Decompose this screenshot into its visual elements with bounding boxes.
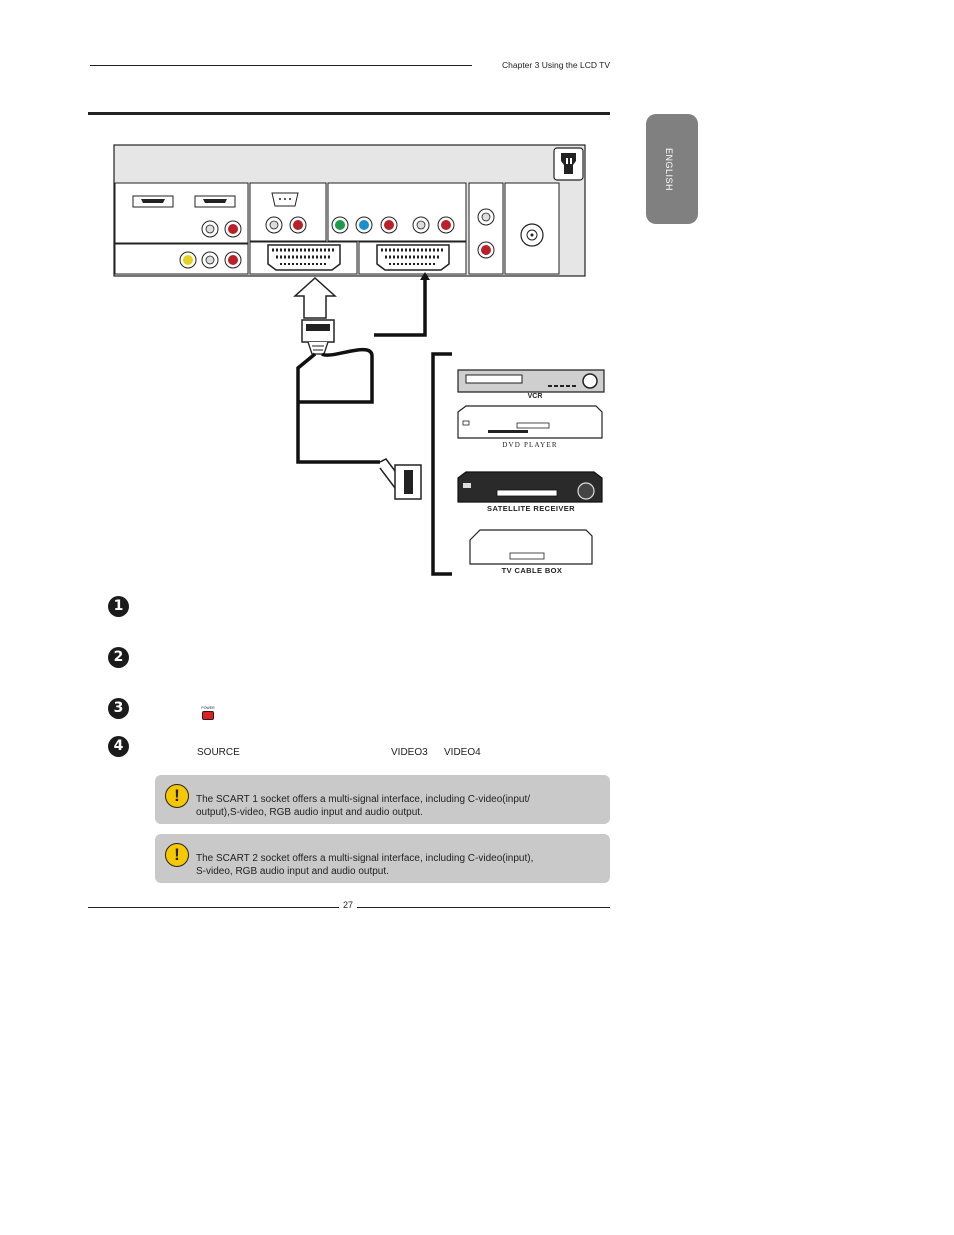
step-3-badge: 3 (108, 698, 129, 719)
language-tab-label: ENGLISH (664, 148, 674, 192)
note-1-text: The SCART 1 socket offers a multi-signal… (196, 793, 596, 819)
cable-box-icon (469, 529, 593, 565)
note-1-line-1: The SCART 1 socket offers a multi-signal… (196, 794, 531, 805)
step-2-badge: 2 (108, 647, 129, 668)
warning-icon: ! (165, 843, 189, 867)
scart-cable (296, 352, 380, 464)
av-audio-red-port-icon (224, 251, 242, 269)
chapter-title: Chapter 3 Using the LCD TV (502, 60, 611, 70)
insert-arrow-icon (293, 276, 337, 319)
language-tab[interactable]: ENGLISH (646, 114, 698, 224)
note-2-line-1: The SCART 2 socket offers a multi-signal… (196, 853, 534, 864)
audio-out-white-port-icon (477, 208, 495, 226)
component-y-green-port-icon (331, 216, 349, 234)
note-box-1: ! The SCART 1 socket offers a multi-sign… (155, 775, 610, 824)
pc-audio-red-port-icon (289, 216, 307, 234)
scart-1-socket-icon (267, 244, 341, 271)
device-bracket (431, 352, 452, 576)
page-number: 27 (339, 900, 358, 910)
vcr-device-icon (457, 369, 605, 393)
tv-back-panel (113, 144, 586, 277)
note-2-text: The SCART 2 socket offers a multi-signal… (196, 852, 596, 878)
connection-diagram (113, 144, 605, 576)
hdmi-audio-white-port-icon (201, 220, 219, 238)
audio-out-red-port-icon (477, 241, 495, 259)
scart-2-cable (374, 276, 427, 337)
power-socket-icon (553, 147, 584, 181)
av-audio-white-port-icon (201, 251, 219, 269)
component-pb-blue-port-icon (355, 216, 373, 234)
hdmi-port-1-icon (132, 195, 174, 208)
vga-port-icon (271, 192, 299, 207)
warning-icon: ! (165, 784, 189, 808)
component-audio-red-port-icon (437, 216, 455, 234)
power-button-label: POWER (201, 706, 215, 710)
step-4-badge: 4 (108, 736, 129, 757)
video3-label: VIDEO3 (391, 747, 428, 758)
note-box-2: ! The SCART 2 socket offers a multi-sign… (155, 834, 610, 883)
antenna-port-icon (520, 223, 544, 247)
hdmi-port-2-icon (194, 195, 236, 208)
satellite-receiver-icon (457, 471, 603, 503)
note-2-line-2: S-video, RGB audio input and audio outpu… (196, 866, 389, 877)
component-audio-white-port-icon (412, 216, 430, 234)
note-1-line-2: output),S-video, RGB audio input and aud… (196, 807, 423, 818)
hdmi-audio-red-port-icon (224, 220, 242, 238)
scart-cable-2 (298, 347, 374, 404)
vcr-label: VCR (527, 393, 543, 400)
cable-box-label: TV CABLE BOX (501, 566, 563, 575)
power-button-icon: POWER (200, 706, 216, 720)
scart-2-socket-icon (376, 244, 450, 271)
dvd-player-icon (457, 405, 603, 439)
header-rule-thick (88, 112, 610, 115)
header-rule-short (90, 65, 472, 66)
source-label: SOURCE (197, 747, 240, 758)
scart-plug-1-icon (301, 319, 335, 355)
video4-label: VIDEO4 (444, 747, 481, 758)
dvd-player-label: DVD PLAYER (502, 441, 558, 449)
av-video-yellow-port-icon (179, 251, 197, 269)
step-1-badge: 1 (108, 596, 129, 617)
pc-audio-white-port-icon (265, 216, 283, 234)
component-pr-red-port-icon (380, 216, 398, 234)
scart-plug-2-icon (379, 458, 422, 500)
satellite-receiver-label: SATELLITE RECEIVER (487, 504, 575, 513)
scart-2-arrow-head (420, 272, 430, 280)
